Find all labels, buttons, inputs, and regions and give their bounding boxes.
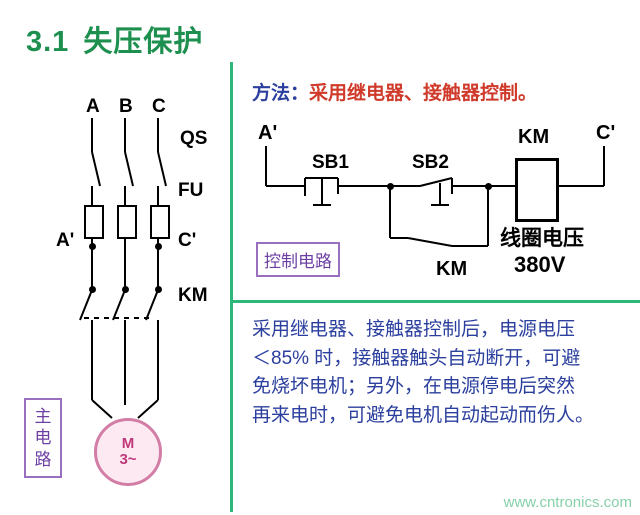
watermark: www.cntronics.com [503,494,632,511]
control-node-label-a-prime: A' [258,122,278,144]
node-dot-a-prime [89,243,96,250]
motor-label-phase: 3~ [119,451,137,468]
sb1-label: SB1 [312,152,349,173]
control-node-dot-right [485,183,492,190]
main-circuit-box-char-2: 电 [34,428,52,448]
vertical-divider [230,62,233,512]
sb2-label: SB2 [412,152,449,173]
note-line-4: 再来电时，可避免电机自动起动而伤人。 [252,404,595,426]
note-line-2: ＜85% 时，接触器触头自动断开，可避 [252,347,581,369]
km-terminal-dot-c [155,286,162,293]
node-dot-c-prime [155,243,162,250]
km-coil-box [515,158,559,222]
note-line-1: 采用继电器、接触器控制后，电源电压 [252,319,576,340]
km-aux-label: KM [436,258,468,280]
phase-label-b: B [119,96,133,117]
method-key: 方法： [252,83,310,104]
node-label-c-prime: C' [178,230,197,251]
motor-label-m: M [121,435,135,453]
node-label-a-prime: A' [56,230,75,251]
note-paragraph: 采用继电器、接触器控制后，电源电压 ＜85% 时，接触器触头自动断开，可避 免烧… [252,316,612,430]
km-terminal-dot-a [89,286,96,293]
fuse-a [84,205,104,239]
method-line: 方法：采用继电器、接触器控制。 [252,78,537,105]
km-terminal-dot-b [122,286,129,293]
main-circuit-box-char-1: 主 [34,407,52,426]
phase-label-c: C [152,96,166,117]
main-circuit-box-label: 主 电 路 [24,398,62,478]
method-value: 采用继电器、接触器控制。 [309,83,538,104]
main-circuit-box-char-3: 路 [34,449,52,469]
page-title-text: 失压保护 [83,26,204,58]
fuse-b [117,205,137,239]
control-circuit-box-label: 控制电路 [256,242,340,277]
coil-voltage-line2: 380V [514,252,566,277]
km-coil-label: KM [518,126,550,148]
horizontal-divider [230,300,640,303]
page-title-number: 3.1 [26,26,70,58]
phase-label-a: A [86,96,100,117]
note-line-3: 免烧坏电机；另外，在电源停电后突然 [252,376,576,397]
control-node-dot-left [387,183,394,190]
km-label-main: KM [178,285,208,306]
control-node-label-c-prime: C' [596,122,616,144]
qs-label: QS [180,128,208,149]
fuse-c [150,205,170,239]
motor-symbol: M 3~ [94,418,162,486]
fu-label: FU [178,180,204,201]
coil-voltage-line1: 线圈电压 [500,227,584,250]
page-title: 3.1 失压保护 [26,18,203,60]
